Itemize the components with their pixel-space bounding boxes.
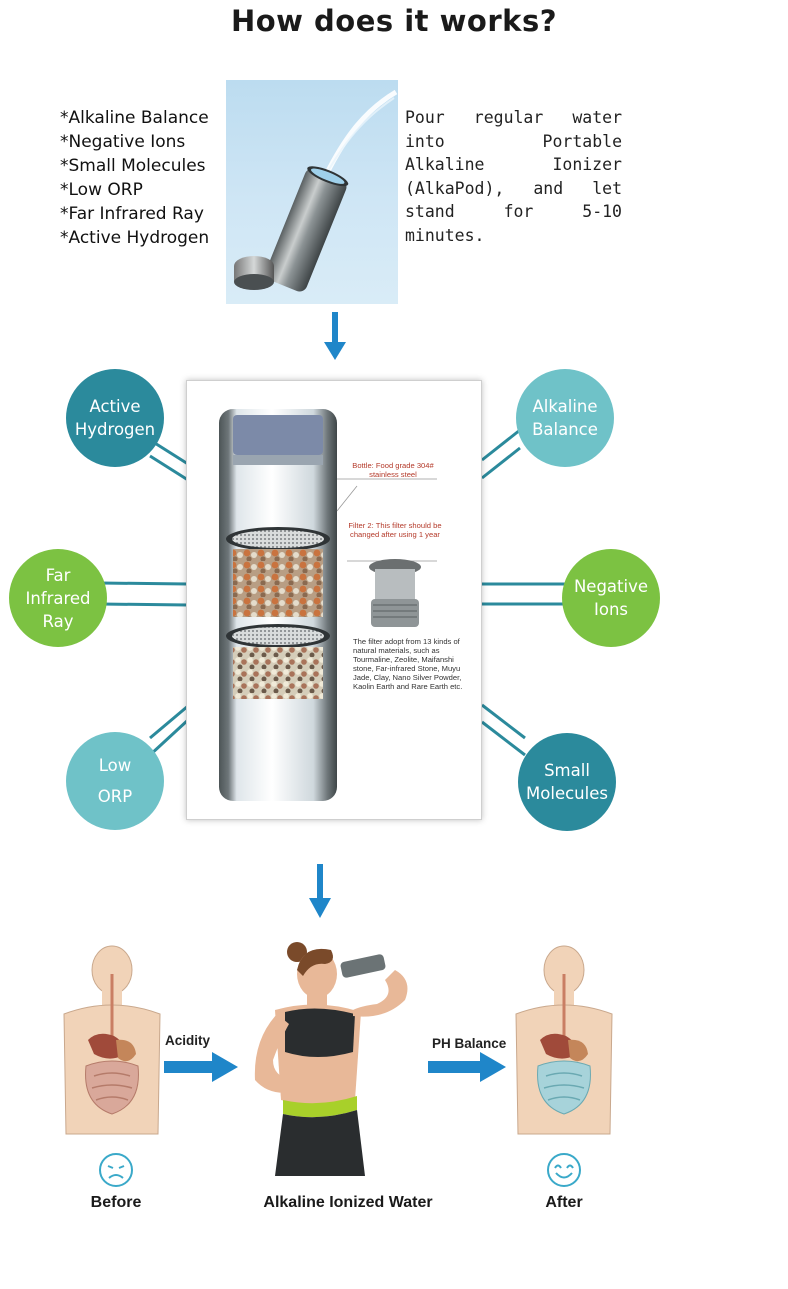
down-arrow-icon [309, 864, 331, 918]
acidity-arrow-icon [164, 1052, 238, 1082]
filter-cutaway-illustration [219, 409, 437, 801]
feature-item: *Low ORP [60, 180, 143, 200]
acidity-label: Acidity [165, 1033, 211, 1048]
before-caption: Before [90, 1194, 142, 1211]
happy-face-icon [547, 1153, 581, 1187]
down-arrow-icon [324, 312, 346, 360]
bottle-note: Bottle: Food grade 304# stainless steel [352, 461, 434, 479]
feature-item: *Alkaline Balance [60, 108, 209, 128]
woman-drinking-illustration [254, 942, 408, 1176]
bottle-illustration [234, 89, 398, 292]
sad-face-icon [99, 1153, 133, 1187]
alkaline-water-caption: Alkaline Ionized Water [263, 1194, 433, 1211]
filter-diagram: Bottle: Food grade 304# stainless steel … [186, 380, 482, 820]
circle-negative-ions: Negative Ions [562, 549, 660, 647]
circle-active-hydrogen: Active Hydrogen [66, 369, 164, 467]
filter2-note: Filter 2: This filter should be changed … [348, 521, 442, 539]
circle-low-orp: Low ORP [66, 732, 164, 830]
circle-small-molecules: Small Molecules [518, 733, 616, 831]
ph-balance-label: PH Balance [432, 1036, 507, 1051]
pouring-water-photo [226, 80, 398, 304]
feature-item: *Negative Ions [60, 132, 186, 152]
circle-alkaline-balance: Alkaline Balance [516, 369, 614, 467]
page-title: How does it works? [230, 4, 558, 38]
body-before-illustration [63, 945, 161, 1135]
feature-item: *Small Molecules [60, 156, 206, 176]
feature-item: *Far Infrared Ray [60, 204, 204, 224]
feature-item: *Active Hydrogen [60, 228, 210, 248]
after-caption: After [545, 1194, 583, 1211]
description-text: Pour regular water into Portable Alkalin… [405, 108, 622, 245]
feature-list: *Alkaline Balance *Negative Ions *Small … [60, 106, 209, 250]
materials-note: The filter adopt from 13 kinds of natura… [353, 637, 463, 691]
ph-balance-arrow-icon [428, 1052, 506, 1082]
body-after-illustration [515, 945, 613, 1135]
circle-far-infrared-ray: Far Infrared Ray [9, 549, 107, 647]
